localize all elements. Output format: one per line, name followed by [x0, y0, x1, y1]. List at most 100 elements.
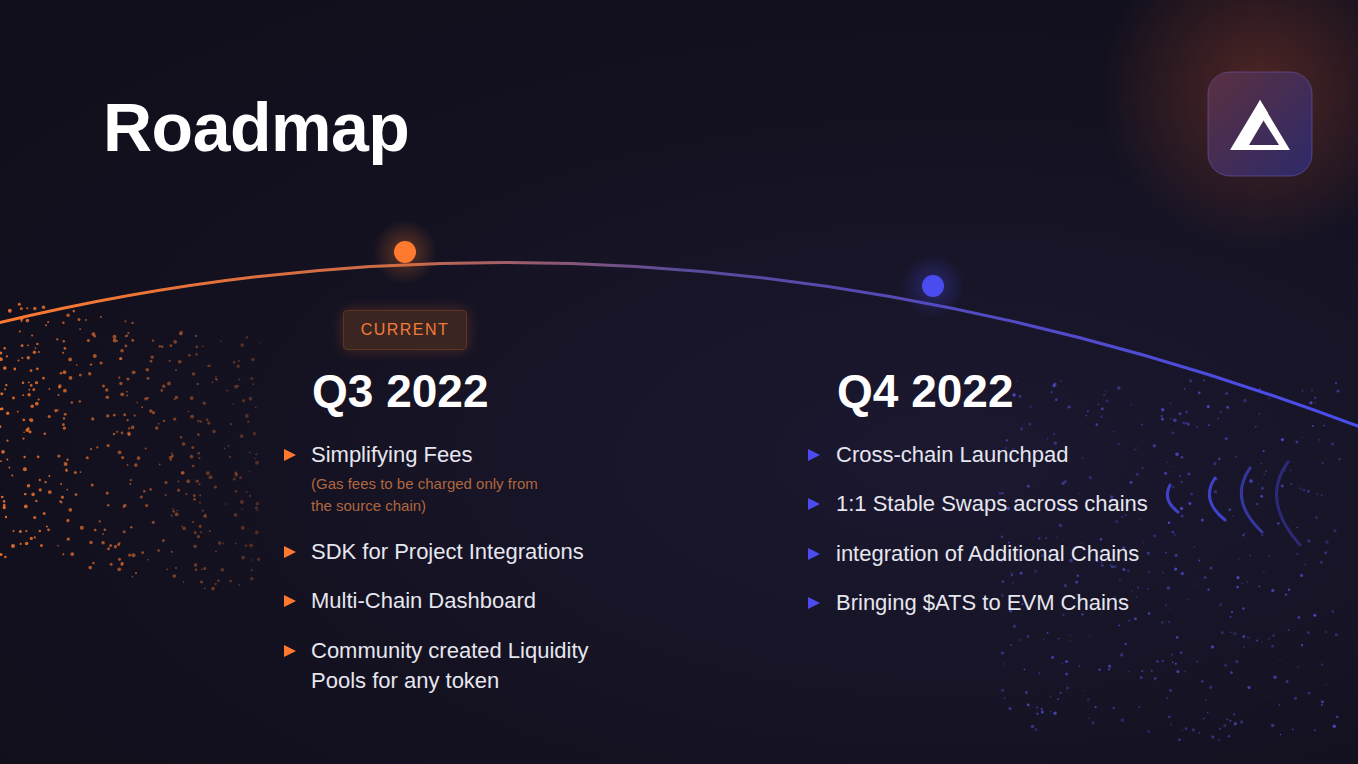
texture-dot: [1128, 671, 1130, 673]
texture-dot: [1182, 422, 1185, 425]
roadmap-item: Cross-chain Launchpad: [836, 440, 1068, 470]
texture-dot: [1307, 631, 1310, 634]
texture-dot: [75, 493, 78, 496]
texture-dot: [1290, 469, 1292, 471]
texture-dot: [109, 544, 112, 547]
texture-dot: [240, 500, 244, 504]
texture-dot: [3, 500, 6, 503]
texture-dot: [141, 406, 143, 408]
texture-dot: [241, 526, 245, 530]
texture-dot: [164, 481, 167, 484]
texture-dot: [172, 508, 174, 510]
texture-dot: [1249, 555, 1251, 557]
texture-dot: [1065, 673, 1068, 676]
texture-dot: [1020, 427, 1023, 430]
texture-dot: [60, 372, 62, 374]
texture-dot: [173, 340, 177, 344]
texture-dot: [80, 471, 82, 473]
texture-dot: [1214, 490, 1218, 494]
texture-dot: [65, 469, 68, 472]
texture-dot: [212, 430, 215, 433]
texture-dot: [162, 539, 165, 542]
texture-dot: [238, 584, 240, 586]
texture-dot: [178, 360, 182, 364]
texture-dot: [1321, 495, 1323, 497]
roadmap-item: Bringing $ATS to EVM Chains: [836, 588, 1129, 618]
texture-dot: [215, 375, 217, 377]
texture-dot: [1189, 379, 1192, 382]
texture-dot: [249, 451, 251, 453]
texture-dot: [188, 411, 190, 413]
texture-dot: [79, 400, 81, 402]
texture-dot: [121, 564, 123, 566]
texture-dot: [1038, 672, 1041, 675]
texture-dot: [63, 427, 66, 430]
texture-dot: [33, 351, 36, 354]
texture-dot: [238, 360, 240, 362]
texture-dot: [215, 551, 217, 553]
texture-dot: [1086, 415, 1088, 417]
texture-dot: [1153, 534, 1156, 537]
texture-dot: [1330, 498, 1332, 500]
texture-dot: [1321, 701, 1324, 704]
texture-dot: [1180, 651, 1183, 654]
texture-dot: [1309, 401, 1312, 404]
texture-dot: [1027, 635, 1030, 638]
texture-dot: [1301, 644, 1303, 646]
texture-dot: [1180, 507, 1183, 510]
texture-dot: [192, 521, 194, 523]
texture-dot: [1233, 713, 1235, 715]
texture-dot: [241, 556, 245, 560]
texture-dot: [116, 431, 118, 433]
texture-dot: [1307, 490, 1310, 493]
texture-dot: [220, 340, 222, 342]
texture-dot: [1235, 456, 1237, 458]
texture-dot: [30, 418, 34, 422]
texture-dot: [113, 335, 117, 339]
texture-dot: [1226, 718, 1228, 720]
texture-dot: [188, 354, 191, 357]
texture-dot: [26, 307, 28, 309]
texture-dot: [1270, 397, 1271, 398]
texture-dot: [181, 471, 184, 474]
texture-dot: [246, 491, 248, 493]
texture-dot: [58, 386, 61, 389]
texture-dot: [1168, 522, 1171, 525]
texture-dot: [250, 577, 254, 581]
texture-dot: [1238, 558, 1240, 560]
texture-dot: [209, 475, 213, 479]
texture-dot: [11, 474, 13, 476]
texture-dot: [177, 489, 180, 492]
texture-dot: [128, 427, 130, 429]
texture-dot: [1236, 586, 1239, 589]
texture-dot: [147, 559, 149, 561]
texture-dot: [1122, 568, 1125, 571]
texture-dot: [197, 433, 200, 436]
texture-dot: [1263, 571, 1265, 573]
texture-dot: [1169, 608, 1170, 609]
texture-dot: [1203, 718, 1205, 720]
texture-dot: [183, 527, 186, 530]
texture-dot: [1288, 629, 1290, 631]
texture-dot: [228, 445, 230, 447]
texture-dot: [94, 529, 97, 532]
texture-dot: [194, 531, 197, 534]
bullet-marks: [808, 449, 820, 609]
texture-dot: [169, 456, 173, 460]
texture-dot: [1055, 399, 1057, 401]
texture-dot: [22, 438, 24, 440]
texture-dot: [30, 369, 33, 372]
texture-dot: [233, 478, 236, 481]
texture-dot: [24, 493, 26, 495]
texture-dot: [161, 346, 164, 349]
texture-dot: [1335, 633, 1338, 636]
texture-dot: [253, 432, 256, 435]
texture-dot: [1050, 711, 1052, 713]
texture-dot: [1147, 588, 1149, 590]
texture-dot: [68, 358, 72, 362]
texture-dot: [242, 509, 244, 511]
texture-dot: [1292, 729, 1294, 731]
texture-dot: [24, 505, 28, 509]
texture-dot: [30, 384, 33, 387]
texture-dot: [1338, 458, 1340, 460]
